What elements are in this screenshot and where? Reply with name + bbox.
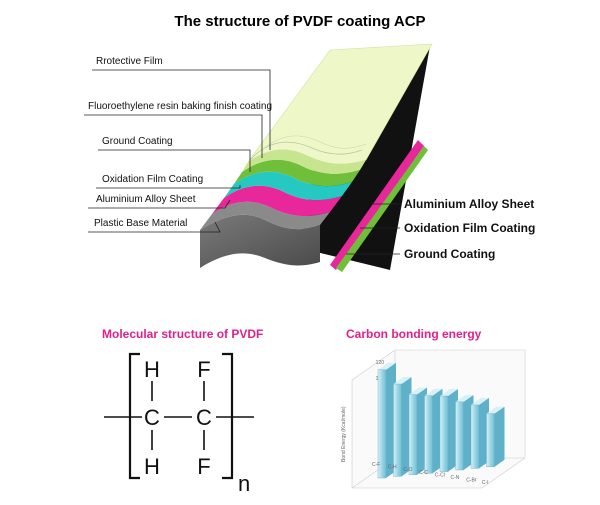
bar-top (409, 387, 427, 395)
atom-top-right: F (197, 357, 210, 382)
bar-front (377, 369, 387, 479)
molecule-heading: Molecular structure of PVDF (102, 327, 263, 341)
leader-oxidation-film (96, 185, 241, 189)
acp-layer-illustration (200, 43, 433, 272)
tick-label: 120 (376, 360, 385, 366)
bar-top (455, 394, 474, 402)
atom-top-left: H (144, 357, 160, 382)
leader-protective-film (92, 69, 271, 150)
bar-front (470, 404, 480, 469)
page-title: The structure of PVDF coating ACP (174, 13, 425, 30)
bar-label: C-N (451, 475, 460, 481)
bar-front (424, 395, 433, 474)
bar-top (486, 406, 505, 414)
bar-front (439, 395, 449, 472)
energy-bar (486, 406, 505, 468)
aluminium-alloy-layer (212, 185, 342, 217)
bar-label: C-O (403, 467, 412, 473)
plastic-base-top (200, 201, 330, 230)
bar-top (471, 397, 489, 405)
right-bracket (222, 352, 234, 480)
pvdf-molecule: Molecular structure of PVDF H F C C H F … (102, 327, 263, 496)
leader-plastic-base (88, 221, 221, 233)
bar-label: C-Cl (435, 472, 445, 478)
label-ground-coating: Ground Coating (102, 136, 173, 147)
bar-top (424, 388, 443, 396)
energy-bar (439, 389, 458, 472)
leader-fluoro-coating (84, 114, 263, 158)
molecule-subscript: n (238, 471, 250, 496)
label-oxidation-film: Oxidation Film Coating (102, 174, 203, 185)
label-fluoro-coating: Fluoroethylene resin baking finish coati… (88, 101, 272, 112)
atom-bottom-right: F (197, 454, 210, 479)
label-right-ground: Ground Coating (404, 247, 495, 261)
label-right-aluminium: Aluminium Alloy Sheet (404, 197, 534, 211)
energy-bars (377, 362, 505, 479)
label-plastic-base: Plastic Base Material (94, 218, 187, 229)
bar-front (486, 413, 495, 468)
protective-film-layer (247, 43, 433, 165)
bar-front (455, 401, 464, 471)
label-right-oxidation: Oxidation Film Coating (404, 221, 535, 235)
leader-aluminium-alloy (88, 199, 231, 209)
bar-label: C-C (419, 470, 428, 476)
energy-bar (408, 387, 427, 475)
bar-label: C-I (482, 480, 489, 486)
bar-label: C-H (388, 465, 397, 471)
bar-front (408, 394, 418, 475)
atom-mid-left: C (144, 405, 160, 430)
bar-top (378, 362, 396, 370)
right-labels: Aluminium Alloy Sheet Oxidation Film Coa… (346, 197, 535, 261)
label-aluminium-alloy: Aluminium Alloy Sheet (96, 194, 196, 205)
energy-bar (377, 362, 396, 479)
atom-bottom-left: H (144, 454, 160, 479)
energy-ylabel: Bond Energy (Kcal/mole) (341, 406, 347, 462)
protective-film-curl (249, 141, 363, 161)
energy-bar (470, 397, 489, 469)
green-side-strip (336, 146, 428, 272)
bar-front (393, 383, 402, 477)
energy-bar (424, 388, 443, 474)
energy-heading: Carbon bonding energy (346, 327, 482, 341)
left-bracket (128, 352, 140, 480)
label-protective-film: Rrotective Film (96, 56, 163, 67)
oxidation-film-layer (224, 171, 352, 201)
bar-top (440, 389, 458, 396)
protective-film-curl-2 (261, 135, 367, 151)
fluoro-coating-layer (242, 149, 366, 175)
bar-side (494, 406, 505, 467)
bar-label: C-Br (466, 478, 477, 484)
ground-coating-layer (234, 159, 360, 187)
left-labels: Rrotective Film Fluoroethylene resin bak… (84, 56, 272, 233)
bar-top (393, 377, 412, 384)
bonding-energy-chart: Carbon bonding energy 120100806040200 Bo… (341, 327, 526, 489)
energy-bar (393, 377, 412, 477)
atom-mid-right: C (196, 405, 212, 430)
energy-bar (455, 394, 474, 471)
leader-ground-coating (98, 149, 251, 172)
bar-label: C-F (372, 462, 380, 468)
plastic-base-layer (200, 214, 320, 268)
magenta-side-strip (330, 140, 424, 270)
